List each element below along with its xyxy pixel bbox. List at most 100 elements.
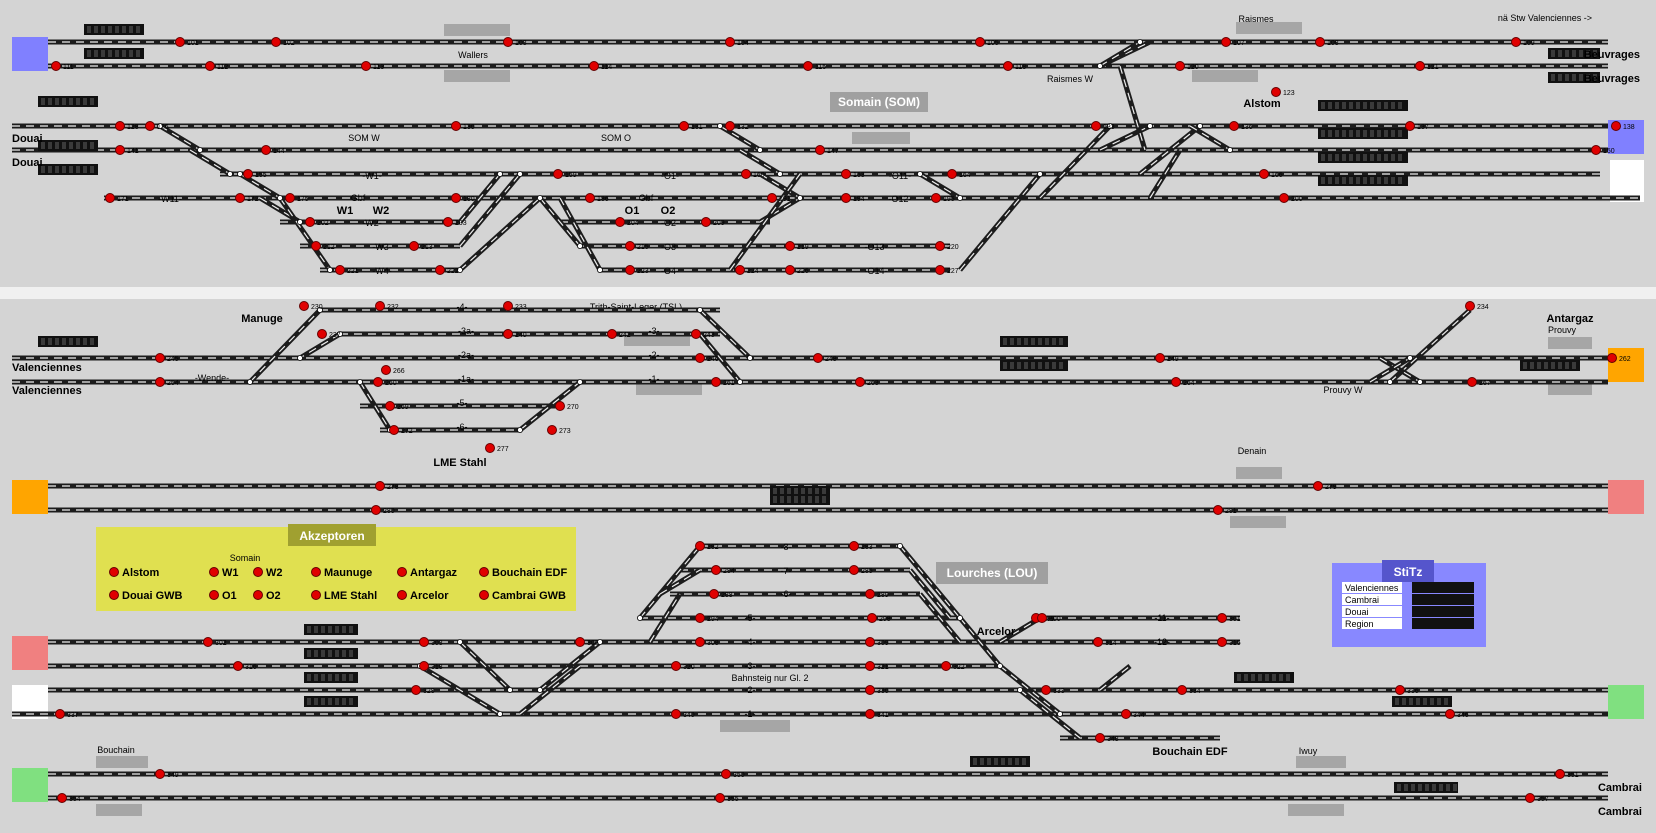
signal-s126[interactable]: 126 (145, 121, 169, 132)
signal-s227[interactable]: 227 (935, 265, 959, 276)
signal-s112[interactable]: 112 (205, 61, 229, 72)
signal-s281[interactable]: 281 (1213, 505, 1237, 516)
signal-lamp-icon[interactable] (1093, 637, 1103, 647)
track-crossover[interactable] (758, 171, 802, 201)
track-crossover[interactable] (1368, 355, 1412, 385)
signal-lamp-icon[interactable] (1037, 613, 1047, 623)
akzeptor-arcelor[interactable]: Arcelor (397, 590, 450, 602)
switch-point[interactable] (997, 663, 1004, 670)
signal-lamp-icon[interactable] (695, 637, 705, 647)
signal-lamp-icon[interactable] (1217, 637, 1227, 647)
signal-lamp-icon[interactable] (409, 241, 419, 251)
akzeptor-lamp-icon[interactable] (311, 590, 321, 600)
signal-s355[interactable]: 355 (715, 793, 739, 804)
signal-s166[interactable]: 166 (1259, 169, 1283, 180)
stitz-row-region[interactable]: Region (1342, 618, 1474, 629)
signal-s191[interactable]: 191 (767, 193, 791, 204)
akzeptor-lamp-icon[interactable] (209, 590, 219, 600)
signal-s240[interactable]: 240 (503, 329, 527, 340)
signal-lamp-icon[interactable] (485, 443, 495, 453)
signal-lamp-icon[interactable] (1313, 481, 1323, 491)
switch-point[interactable] (1387, 378, 1394, 385)
signal-lamp-icon[interactable] (767, 193, 777, 203)
track-crossover[interactable] (248, 308, 322, 384)
signal-s133[interactable]: 133 (1091, 121, 1115, 132)
signal-lamp-icon[interactable] (389, 425, 399, 435)
signal-lamp-icon[interactable] (1177, 685, 1187, 695)
signal-s300[interactable]: 300 (1037, 613, 1061, 624)
signal-lamp-icon[interactable] (1511, 37, 1521, 47)
track-crossover[interactable] (647, 592, 683, 644)
signal-s289[interactable]: 289 (865, 589, 889, 600)
stitz-row-valenciennes[interactable]: Valenciennes (1342, 582, 1474, 593)
signal-lamp-icon[interactable] (503, 37, 513, 47)
switch-point[interactable] (777, 170, 784, 177)
signal-s220[interactable]: 220 (935, 241, 959, 252)
signal-lamp-icon[interactable] (451, 121, 461, 131)
akzeptor-antargaz[interactable]: Antargaz (397, 567, 458, 579)
switch-point[interactable] (456, 266, 463, 273)
akzeptor-douai_gwb[interactable]: Douai GWB (109, 590, 183, 602)
signal-lamp-icon[interactable] (1555, 769, 1565, 779)
akzeptor-w1[interactable]: W1 (209, 567, 239, 579)
signal-lamp-icon[interactable] (1171, 377, 1181, 387)
akzeptor-o1[interactable]: O1 (209, 590, 237, 602)
signal-lamp-icon[interactable] (317, 329, 327, 339)
signal-lamp-icon[interactable] (575, 637, 585, 647)
signal-lamp-icon[interactable] (411, 685, 421, 695)
signal-lamp-icon[interactable] (947, 169, 957, 179)
signal-s277[interactable]: 277 (485, 443, 509, 454)
signal-lamp-icon[interactable] (1175, 61, 1185, 71)
signal-s104[interactable]: 104 (725, 37, 749, 48)
track-crossover[interactable] (908, 568, 952, 620)
signal-s147[interactable]: 147 (815, 145, 839, 156)
signal-s202[interactable]: 202 (305, 217, 329, 228)
signal-s155[interactable]: 155 (243, 169, 267, 180)
switch-point[interactable] (156, 123, 163, 130)
akzeptor-lamp-icon[interactable] (397, 590, 407, 600)
signal-lamp-icon[interactable] (841, 169, 851, 179)
signal-lamp-icon[interactable] (105, 193, 115, 203)
switch-point[interactable] (1037, 170, 1044, 177)
signal-lamp-icon[interactable] (1041, 685, 1051, 695)
switch-point[interactable] (517, 170, 524, 177)
signal-s283[interactable]: 283 (849, 541, 873, 552)
signal-lamp-icon[interactable] (1003, 61, 1013, 71)
signal-lamp-icon[interactable] (553, 169, 563, 179)
signal-s351[interactable]: 351 (1555, 769, 1579, 780)
signal-s298[interactable]: 298 (867, 613, 891, 624)
signal-lamp-icon[interactable] (145, 121, 155, 131)
signal-s318[interactable]: 318 (419, 661, 443, 672)
signal-lamp-icon[interactable] (1607, 353, 1617, 363)
akzeptor-o2[interactable]: O2 (253, 590, 281, 602)
signal-s333[interactable]: 333 (1041, 685, 1065, 696)
signal-lamp-icon[interactable] (975, 37, 985, 47)
akzeptor-lamp-icon[interactable] (311, 567, 321, 577)
signal-lamp-icon[interactable] (725, 121, 735, 131)
switch-point[interactable] (296, 354, 303, 361)
track-crossover[interactable] (188, 147, 232, 177)
signal-s346[interactable]: 346 (1445, 709, 1469, 720)
signal-s336[interactable]: 336 (1395, 685, 1419, 696)
signal-s107[interactable]: 107 (1221, 37, 1245, 48)
switch-point[interactable] (697, 306, 704, 313)
signal-lamp-icon[interactable] (741, 169, 751, 179)
signal-lamp-icon[interactable] (1405, 121, 1415, 131)
switch-point[interactable] (496, 711, 503, 718)
signal-lamp-icon[interactable] (271, 37, 281, 47)
track-crossover[interactable] (998, 664, 1062, 716)
switch-point[interactable] (957, 194, 964, 201)
track-crossover[interactable] (918, 171, 962, 201)
signal-lamp-icon[interactable] (671, 661, 681, 671)
signal-s180[interactable]: 180 (451, 193, 475, 204)
signal-s328[interactable]: 328 (411, 685, 435, 696)
track-crossover[interactable] (357, 380, 393, 432)
switch-point[interactable] (226, 170, 233, 177)
signal-s223[interactable]: 223 (625, 265, 649, 276)
track-crossover[interactable] (918, 592, 962, 644)
signal-lamp-icon[interactable] (155, 377, 165, 387)
signal-lamp-icon[interactable] (1229, 121, 1239, 131)
switch-point[interactable] (1097, 63, 1104, 70)
signal-lamp-icon[interactable] (715, 793, 725, 803)
signal-lamp-icon[interactable] (305, 217, 315, 227)
